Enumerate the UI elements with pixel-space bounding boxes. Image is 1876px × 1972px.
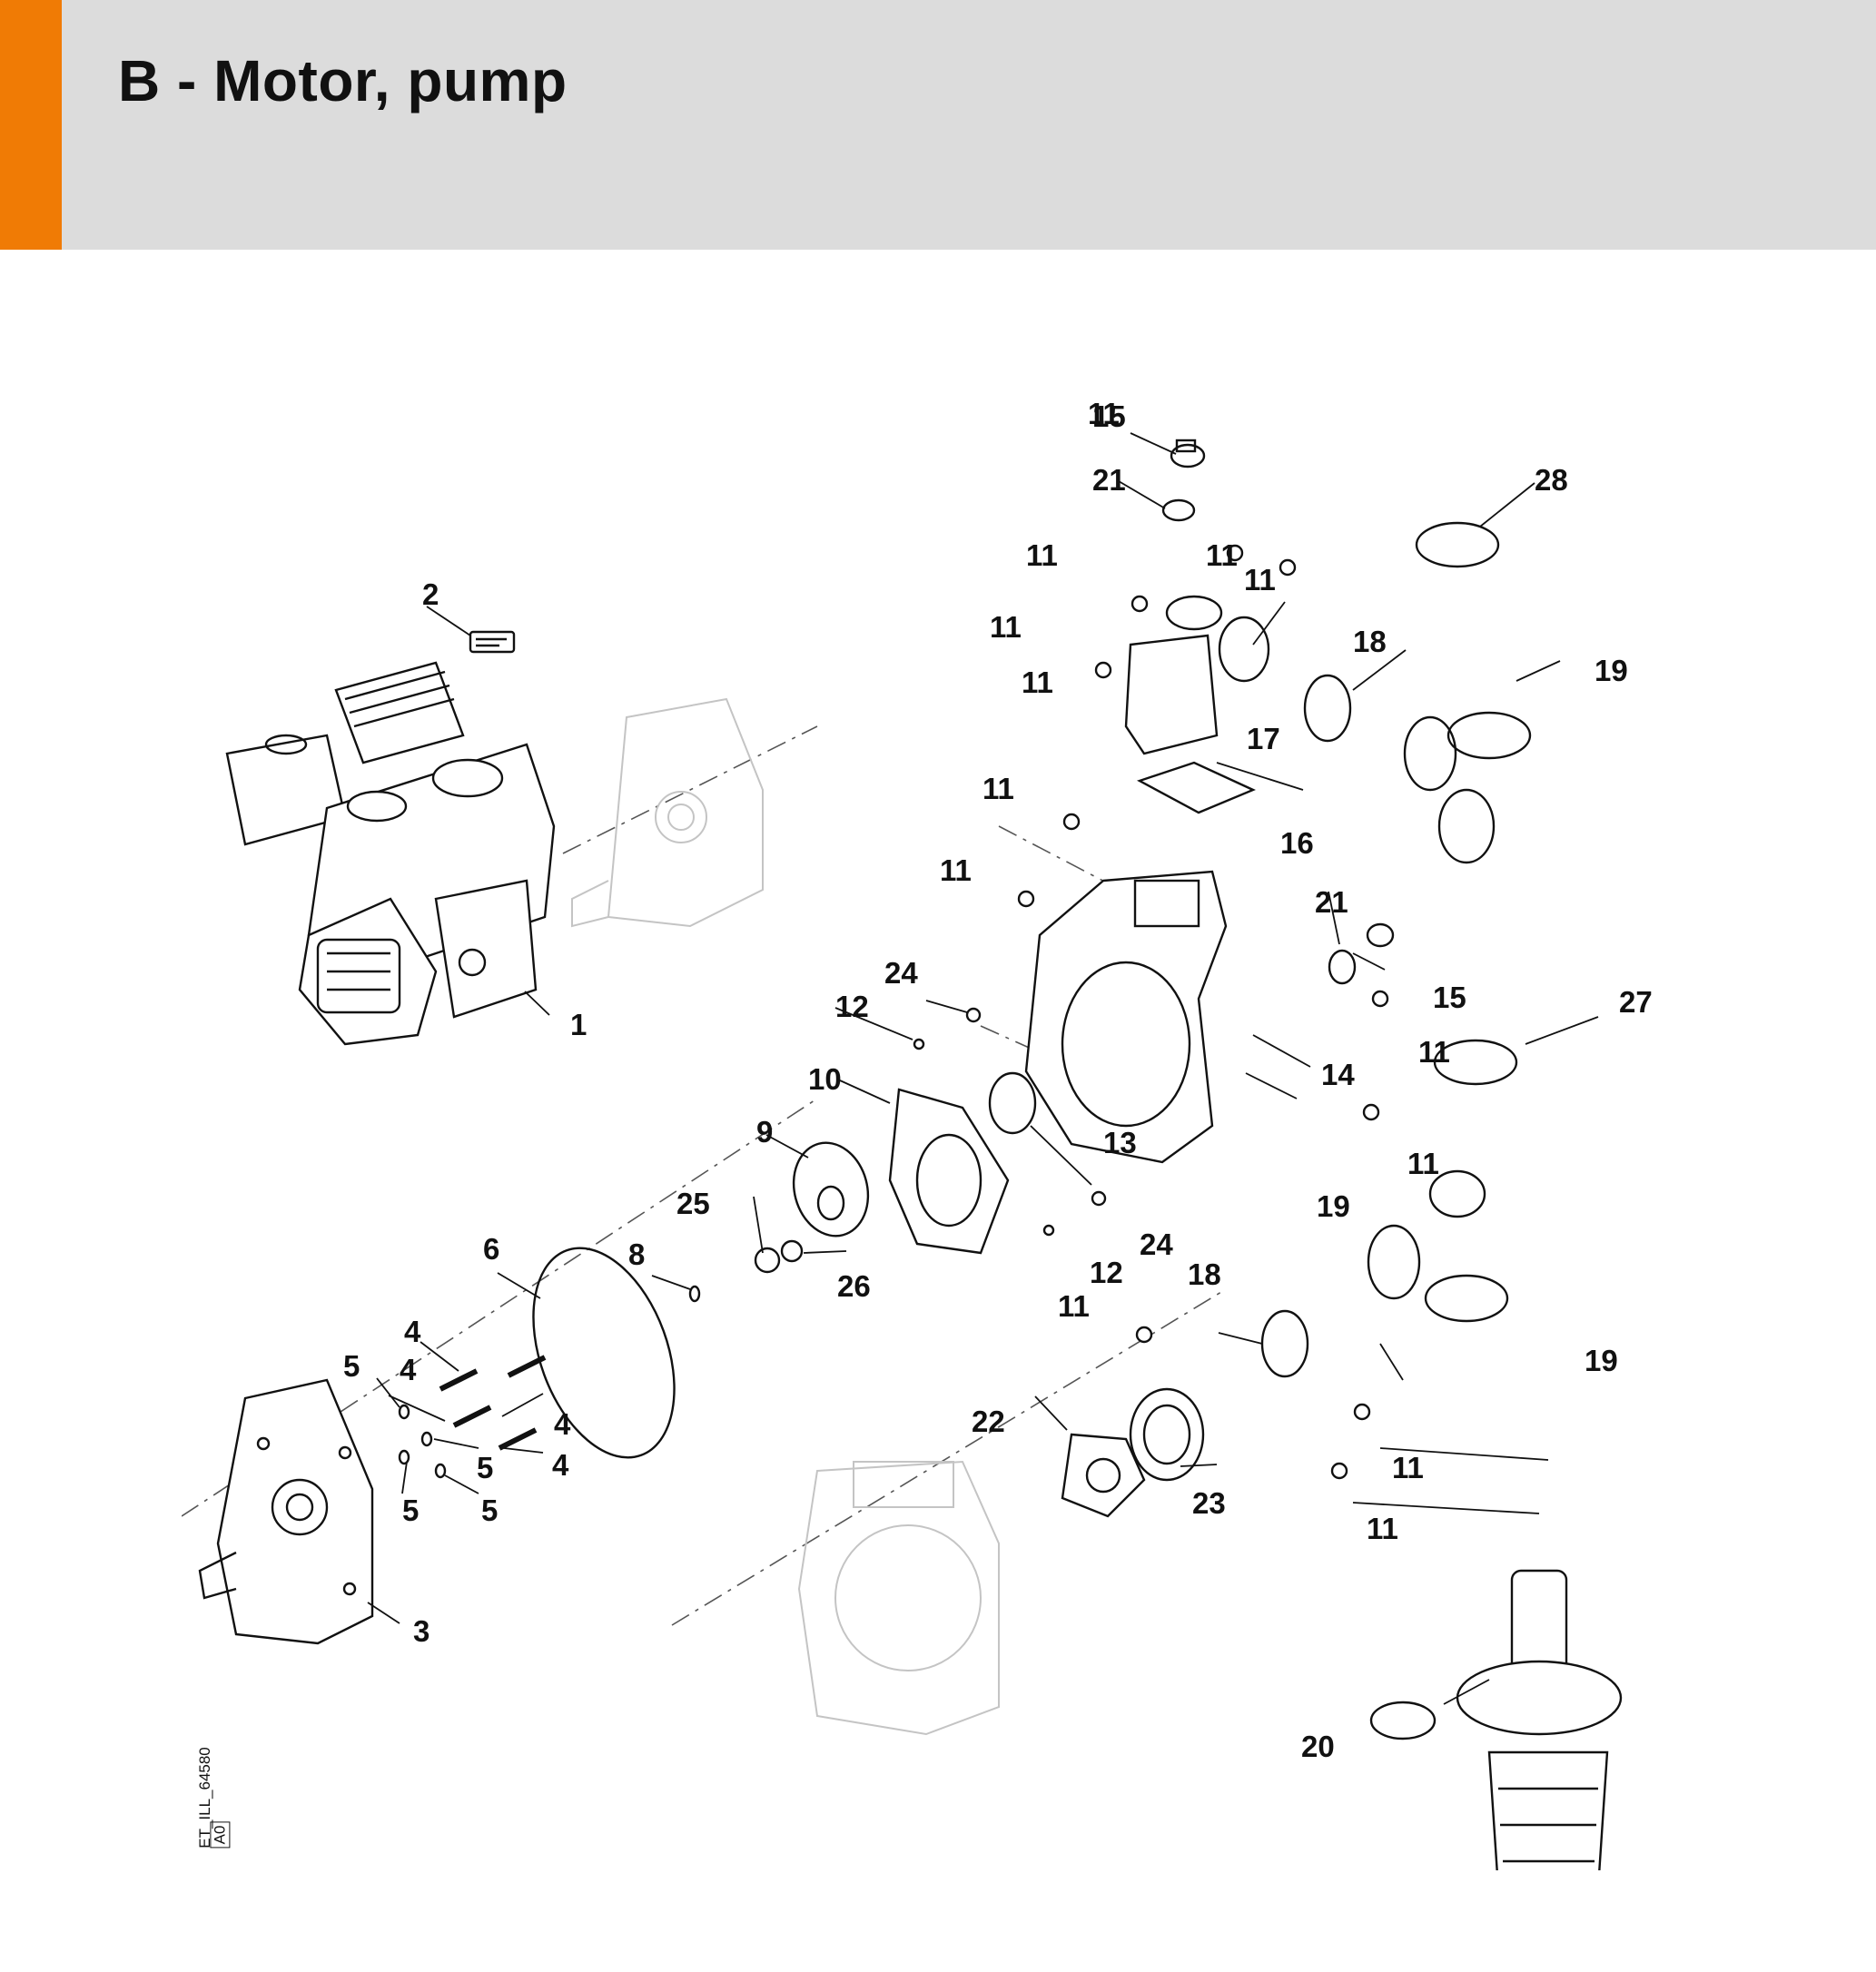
callout-19a: 19 — [1595, 654, 1628, 687]
callout-11l: 11 — [1392, 1451, 1424, 1484]
diagram-svg: 1 2 3 4 4 4 4 5 5 5 5 6 8 9 10 11 11 11 … — [182, 397, 1653, 1870]
callout-11k: 11 — [1058, 1289, 1090, 1323]
impeller — [792, 1141, 870, 1237]
cover-plate — [1061, 1433, 1146, 1518]
volute-plate — [888, 1088, 1010, 1255]
callout-24b: 24 — [1140, 1228, 1173, 1261]
callout-12a: 12 — [835, 990, 869, 1023]
header-bar — [0, 0, 1876, 250]
fill-cap-top — [1170, 439, 1206, 468]
callout-19b: 19 — [1317, 1189, 1350, 1223]
callout-5b: 5 — [477, 1451, 493, 1484]
callout-26: 26 — [837, 1269, 871, 1303]
small-bolts — [754, 544, 1389, 1480]
seal-ring-top — [1161, 498, 1196, 522]
callout-9: 9 — [756, 1115, 773, 1149]
callout-11f: 11 — [1244, 563, 1276, 597]
callout-28: 28 — [1535, 463, 1568, 497]
callout-21a: 21 — [1092, 463, 1126, 497]
small-o-ring — [688, 1285, 701, 1303]
callout-5d: 5 — [481, 1494, 498, 1527]
callout-11d: 11 — [990, 610, 1022, 644]
callout-11m: 11 — [1367, 1512, 1398, 1545]
callout-11j: 11 — [1407, 1147, 1439, 1180]
callout-4b: 4 — [400, 1353, 417, 1386]
callout-4c: 4 — [554, 1407, 571, 1441]
pump-housing — [1024, 870, 1228, 1164]
callout-6: 6 — [483, 1232, 499, 1266]
callout-12b: 12 — [1090, 1256, 1123, 1289]
suction-flange — [1129, 1387, 1205, 1482]
callout-labels: 1 2 3 4 4 4 4 5 5 5 5 6 8 9 10 11 11 11 … — [343, 397, 1653, 1763]
callout-2: 2 — [422, 577, 439, 611]
callout-15b: 15 — [1433, 981, 1466, 1014]
hose-clamp-27 — [1433, 1039, 1518, 1086]
callout-11i: 11 — [1418, 1035, 1450, 1069]
callout-19c: 19 — [1585, 1344, 1618, 1377]
illustration-reference: ET_ILL_64580 A0 — [189, 1747, 231, 1861]
washers — [398, 1404, 447, 1479]
callout-11a: 11 — [1088, 397, 1120, 430]
long-screws — [439, 1355, 547, 1451]
engine — [225, 661, 556, 1046]
large-o-ring — [532, 1247, 676, 1459]
callout-11e: 11 — [1022, 666, 1053, 699]
callout-4a: 4 — [404, 1315, 421, 1348]
callout-11g: 11 — [982, 772, 1014, 805]
mounting-plate — [198, 1378, 374, 1645]
flange-gasket-top — [1303, 674, 1352, 743]
flange-gasket-bottom — [1260, 1309, 1309, 1378]
callout-11h: 11 — [940, 853, 972, 887]
ghost-pump-housing — [797, 1460, 1000, 1736]
callout-25: 25 — [676, 1187, 710, 1220]
callout-4d: 4 — [552, 1448, 569, 1482]
exploded-parts-diagram: 1 2 3 4 4 4 4 5 5 5 5 6 8 9 10 11 11 11 … — [182, 336, 1689, 1870]
callout-10: 10 — [808, 1062, 842, 1096]
hose-clamp-28 — [1415, 521, 1500, 568]
callout-11c: 11 — [1206, 538, 1238, 572]
ghost-mounting-plate — [571, 697, 764, 928]
callout-5c: 5 — [402, 1494, 419, 1527]
callout-27: 27 — [1619, 985, 1653, 1019]
callout-23: 23 — [1192, 1486, 1226, 1520]
gasket-plate — [1136, 761, 1256, 814]
label-sticker — [469, 630, 516, 654]
callout-24a: 24 — [884, 956, 918, 990]
hose-adapter-bottom — [1367, 1169, 1509, 1323]
seal-ring-side — [1328, 949, 1357, 985]
callout-13: 13 — [1103, 1126, 1137, 1159]
suction-strainer — [1369, 1569, 1623, 1870]
revision-code: A0 — [210, 1821, 231, 1849]
discharge-elbow — [1124, 595, 1270, 755]
callout-18b: 18 — [1188, 1257, 1221, 1291]
header-accent-strip — [0, 0, 62, 250]
callout-22: 22 — [972, 1405, 1005, 1438]
callout-1: 1 — [570, 1008, 587, 1041]
leader-lines — [367, 432, 1599, 1705]
hose-adapter-top — [1403, 711, 1532, 864]
callout-17: 17 — [1247, 722, 1280, 755]
drain-plug — [1366, 922, 1395, 948]
callout-20: 20 — [1301, 1730, 1335, 1763]
callout-15a: 15 — [1092, 399, 1126, 433]
callout-14: 14 — [1321, 1058, 1355, 1091]
callout-8: 8 — [628, 1237, 645, 1271]
callout-5a: 5 — [343, 1349, 360, 1383]
callout-16: 16 — [1280, 826, 1314, 860]
callout-21b: 21 — [1315, 885, 1348, 919]
gasket-ring — [988, 1071, 1037, 1135]
page-title: B - Motor, pump — [118, 48, 568, 113]
callout-11b: 11 — [1026, 538, 1058, 572]
callout-18a: 18 — [1353, 625, 1387, 658]
callout-3: 3 — [413, 1614, 430, 1648]
